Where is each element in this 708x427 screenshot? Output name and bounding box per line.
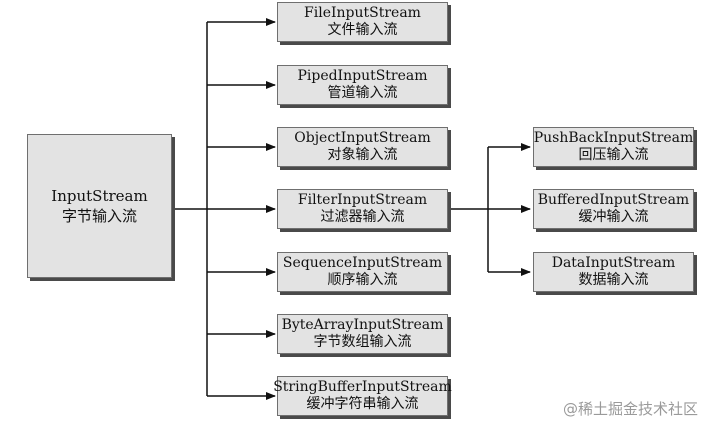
node-label-en: FilterInputStream <box>297 192 428 208</box>
node-pipedinputstream: PipedInputStream 管道输入流 <box>277 65 448 105</box>
watermark: @稀土掘金技术社区 <box>562 400 698 418</box>
node-label-en: ByteArrayInputStream <box>281 317 444 333</box>
node-inputstream: InputStream 字节输入流 <box>27 134 172 278</box>
node-label-en: BufferedInputStream <box>537 192 690 208</box>
node-label-zh: 管道输入流 <box>327 85 398 101</box>
node-label-en: PushBackInputStream <box>533 130 694 146</box>
node-fileinputstream: FileInputStream 文件输入流 <box>277 2 448 42</box>
node-label-en: PipedInputStream <box>297 68 428 84</box>
node-label-zh: 数据输入流 <box>578 272 649 288</box>
node-label-zh: 顺序输入流 <box>327 272 398 288</box>
node-label-en: StringBufferInputStream <box>273 379 452 395</box>
node-label-en: InputStream <box>51 187 148 205</box>
node-objectinputstream: ObjectInputStream 对象输入流 <box>277 127 448 167</box>
node-label-en: DataInputStream <box>551 255 676 271</box>
node-label-en: FileInputStream <box>304 5 421 21</box>
node-label-zh: 字节输入流 <box>61 207 137 225</box>
node-bufferedinputstream: BufferedInputStream 缓冲输入流 <box>533 189 694 229</box>
node-label-en: ObjectInputStream <box>294 130 431 146</box>
node-label-zh: 缓冲字符串输入流 <box>306 396 419 412</box>
node-datainputstream: DataInputStream 数据输入流 <box>533 252 694 292</box>
node-label-zh: 回压输入流 <box>578 147 649 163</box>
node-label-zh: 文件输入流 <box>327 22 398 38</box>
node-sequenceinputstream: SequenceInputStream 顺序输入流 <box>277 252 448 292</box>
node-filterinputstream: FilterInputStream 过滤器输入流 <box>277 189 448 229</box>
node-bytearrayinputstream: ByteArrayInputStream 字节数组输入流 <box>277 314 448 354</box>
node-label-zh: 缓冲输入流 <box>578 209 649 225</box>
node-stringbufferinputstream: StringBufferInputStream 缓冲字符串输入流 <box>273 376 452 416</box>
node-label-en: SequenceInputStream <box>282 255 443 271</box>
node-label-zh: 过滤器输入流 <box>320 209 405 225</box>
node-label-zh: 对象输入流 <box>327 147 398 163</box>
node-label-zh: 字节数组输入流 <box>313 334 412 350</box>
node-pushbackinputstream: PushBackInputStream 回压输入流 <box>533 127 694 167</box>
